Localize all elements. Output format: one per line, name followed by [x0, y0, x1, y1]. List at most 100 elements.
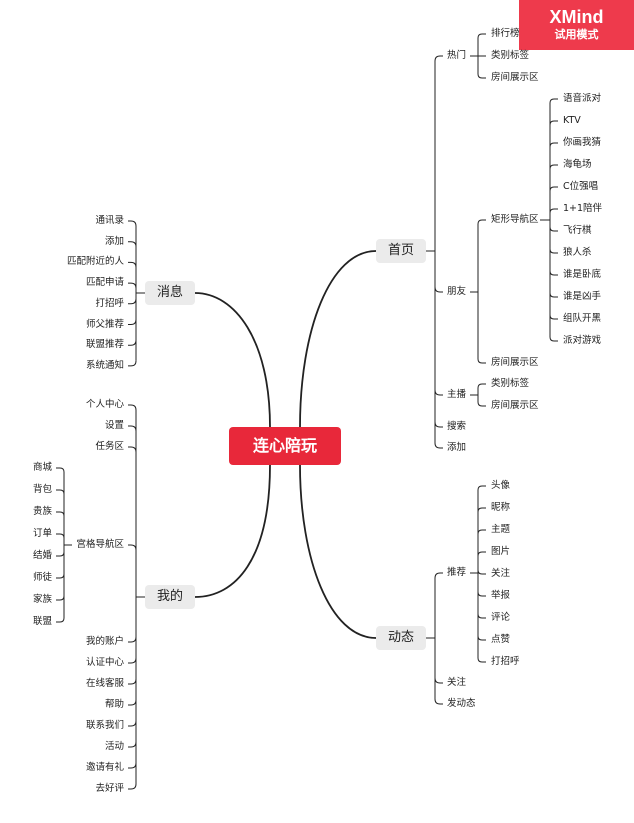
topic-grid-item[interactable]: 结婚 — [32, 550, 52, 561]
bracket-tick — [128, 446, 137, 453]
topic-grid-item[interactable]: 贵族 — [32, 506, 52, 517]
topic-message-item[interactable]: 师父推荐 — [85, 318, 124, 330]
topic-mine-item[interactable]: 认证中心 — [85, 657, 124, 668]
bracket-tick — [128, 404, 137, 411]
topic-mine-item[interactable]: 帮助 — [104, 699, 124, 710]
bracket-tick — [56, 533, 65, 539]
topic-message-item[interactable]: 系统通知 — [85, 359, 124, 371]
bracket-tick — [128, 720, 137, 727]
topic-hot-item[interactable]: 类别标签 — [491, 50, 530, 61]
topic-grid-item[interactable]: 家族 — [32, 594, 52, 605]
topic-mine-item[interactable]: 设置 — [104, 420, 124, 431]
topic-message-item[interactable]: 通讯录 — [95, 215, 124, 226]
topic-message-item[interactable]: 打招呼 — [95, 297, 124, 309]
topic-nav-item[interactable]: 你画我猜 — [563, 137, 602, 148]
topic-nav-item[interactable]: 谁是卧底 — [563, 269, 602, 280]
bracket-tick — [477, 569, 486, 575]
topic-nav-item[interactable]: 派对游戏 — [563, 335, 602, 346]
topic-nav-item[interactable]: 狼人杀 — [563, 247, 592, 258]
bracket-tick — [56, 617, 65, 623]
bracket-tick — [549, 164, 558, 170]
topic-add[interactable]: 添加 — [447, 442, 467, 453]
topic-mine-item[interactable]: 联系我们 — [85, 720, 124, 731]
bracket-tick — [477, 401, 486, 407]
topic-post[interactable]: 发动态 — [447, 698, 476, 709]
topic-recommend-item[interactable]: 关注 — [491, 568, 511, 579]
bracket-tick — [56, 551, 65, 557]
topic-recommend-item[interactable]: 图片 — [491, 546, 511, 557]
curve-home — [299, 250, 377, 428]
bracket-tick — [549, 270, 558, 276]
topic-grid-item[interactable]: 订单 — [32, 528, 52, 539]
root-topic[interactable]: 连心陪玩 — [229, 427, 341, 465]
curve-feed — [299, 464, 377, 639]
bracket-tick — [549, 314, 558, 320]
topic-mine-item[interactable]: 我的账户 — [85, 636, 124, 647]
topic-recommend[interactable]: 推荐 — [447, 567, 467, 578]
topic-hot-item[interactable]: 房间展示区 — [491, 72, 539, 83]
topic-hot-item[interactable]: 排行榜 — [491, 28, 520, 39]
topic-nav-item[interactable]: 飞行棋 — [563, 225, 592, 236]
bracket-tick — [434, 677, 443, 684]
topic-nav-item[interactable]: 谁是凶手 — [563, 291, 602, 302]
topic-friend[interactable]: 朋友 — [447, 286, 467, 297]
topic-message-item[interactable]: 添加 — [104, 235, 124, 247]
topic-mine-item[interactable]: 邀请有礼 — [85, 762, 124, 773]
topic-recommend-item[interactable]: 昵称 — [491, 502, 511, 513]
bracket-tick — [549, 226, 558, 232]
topic-recommend-item[interactable]: 主题 — [491, 524, 511, 535]
topic-mine-item[interactable]: 去好评 — [95, 783, 124, 794]
topic-message-item[interactable]: 匹配附近的人 — [66, 256, 124, 268]
bracket-tick — [549, 142, 558, 148]
topic-mine-item[interactable]: 任务区 — [95, 441, 124, 452]
bracket-tick — [434, 389, 443, 396]
topic-mine-item[interactable]: 个人中心 — [85, 399, 124, 410]
topic-message-item[interactable]: 匹配申请 — [85, 277, 124, 289]
topic-nav-item[interactable]: C位强唱 — [563, 181, 599, 192]
bracket-tick — [128, 636, 137, 643]
topic-grid-item[interactable]: 商城 — [32, 462, 52, 473]
bracket-tick — [477, 383, 486, 389]
topic-recommend-item[interactable]: 头像 — [491, 480, 511, 491]
topic-nav-item[interactable]: KTV — [563, 115, 581, 126]
topic-grid-item[interactable]: 联盟 — [32, 616, 52, 627]
topic-hot[interactable]: 热门 — [447, 50, 467, 61]
topic-recommend-item[interactable]: 点赞 — [491, 634, 511, 645]
topic-nav-item[interactable]: 组队开黑 — [563, 313, 602, 324]
topic-recommend-item[interactable]: 评论 — [491, 612, 511, 623]
bracket-tick — [477, 485, 486, 491]
topic-recommend-item[interactable]: 举报 — [491, 590, 511, 601]
topic-grid-item[interactable]: 师徒 — [32, 572, 52, 583]
topic-mine-item[interactable]: 活动 — [104, 741, 124, 752]
topic-message-item[interactable]: 联盟推荐 — [85, 339, 124, 351]
bracket-tick — [128, 699, 137, 706]
topic-nav-item[interactable]: 1+1陪伴 — [563, 203, 603, 214]
branch-feed[interactable]: 动态 — [376, 626, 426, 650]
bracket-tick — [477, 551, 486, 557]
topic-nav-item[interactable]: 海龟场 — [563, 159, 592, 170]
topic-grid-item[interactable]: 背包 — [32, 484, 52, 495]
topic-rect-nav[interactable]: 矩形导航区 — [491, 214, 539, 225]
topic-search[interactable]: 搜索 — [447, 421, 467, 432]
topic-recommend-item[interactable]: 打招呼 — [491, 656, 520, 667]
bracket-tick — [549, 98, 558, 104]
bracket-tick — [477, 529, 486, 535]
branch-message[interactable]: 消息 — [145, 281, 195, 305]
branch-home[interactable]: 首页 — [376, 239, 426, 263]
bracket-tick — [128, 657, 137, 664]
topic-room-area[interactable]: 房间展示区 — [491, 357, 539, 368]
topic-mine-item[interactable]: 在线客服 — [85, 678, 124, 689]
branch-mine[interactable]: 我的 — [145, 585, 195, 609]
topic-grid-nav[interactable]: 宫格导航区 — [76, 539, 124, 550]
topic-anchor[interactable]: 主播 — [447, 389, 467, 400]
bracket-tick — [56, 595, 65, 601]
topic-anchor-item[interactable]: 房间展示区 — [491, 400, 539, 411]
bracket-tick — [477, 33, 486, 39]
topic-follow[interactable]: 关注 — [447, 677, 467, 688]
bracket-tick — [128, 360, 137, 367]
bracket-tick — [549, 248, 558, 254]
topic-nav-item[interactable]: 语音派对 — [563, 93, 602, 104]
topic-anchor-item[interactable]: 类别标签 — [491, 378, 530, 389]
bracket-tick — [56, 573, 65, 579]
